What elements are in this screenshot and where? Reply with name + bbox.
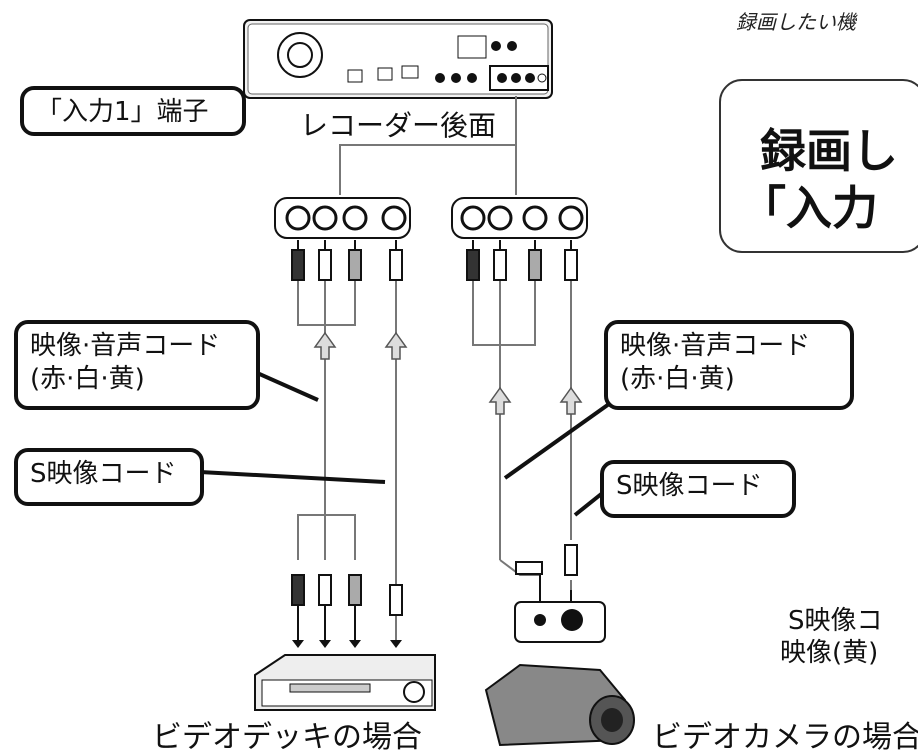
cable-lines bbox=[297, 96, 572, 640]
direction-arrows bbox=[313, 331, 583, 415]
av-cord-right-line1: 映像·音声コード bbox=[620, 331, 811, 361]
header-note: 録画したい機 bbox=[736, 10, 856, 34]
av-cord-left-callout: 映像·音声コード (赤·白·黄) bbox=[14, 320, 260, 410]
av-cord-right-callout: 映像·音声コード (赤·白·黄) bbox=[604, 320, 854, 410]
lower-plugs-vcr bbox=[291, 574, 403, 640]
down-arrows-vcr bbox=[292, 640, 402, 648]
video-camera bbox=[484, 663, 635, 747]
title-line2: 「入力 bbox=[740, 181, 878, 235]
input1-terminal-callout: 「入力1」端子 bbox=[20, 86, 246, 136]
upper-plugs bbox=[291, 240, 578, 281]
camera-case-label: ビデオカメラの場合 bbox=[652, 720, 918, 755]
right-connector-panel bbox=[451, 197, 588, 239]
recorder-rear-panel bbox=[243, 19, 553, 99]
av-cord-left-line2: (赤·白·黄) bbox=[30, 363, 145, 394]
vcr-device bbox=[254, 654, 436, 711]
side-note-line1: S映像コ bbox=[788, 606, 883, 636]
title-box bbox=[719, 79, 918, 253]
svideo-right-callout: S映像コード bbox=[600, 460, 796, 518]
recorder-rear-label: レコーダー後面 bbox=[300, 109, 497, 142]
left-connector-panel bbox=[274, 197, 411, 239]
input1-terminal-label: 「入力1」端子 bbox=[36, 97, 209, 127]
side-note-line2: 映像(黄) bbox=[780, 638, 879, 668]
av-cord-right-line2: (赤·白·黄) bbox=[620, 363, 735, 394]
av-cord-left-line1: 映像·音声コード bbox=[30, 331, 221, 361]
svideo-left-callout: S映像コード bbox=[14, 448, 204, 506]
callout-pointers bbox=[199, 96, 642, 517]
vcr-case-label: ビデオデッキの場合 bbox=[152, 720, 422, 755]
title-line1: 録画し bbox=[760, 124, 898, 178]
camera-plugs bbox=[515, 544, 578, 620]
camera-jack-panel bbox=[514, 601, 606, 643]
svideo-right-label: S映像コード bbox=[616, 471, 763, 501]
svideo-left-label: S映像コード bbox=[30, 459, 177, 489]
